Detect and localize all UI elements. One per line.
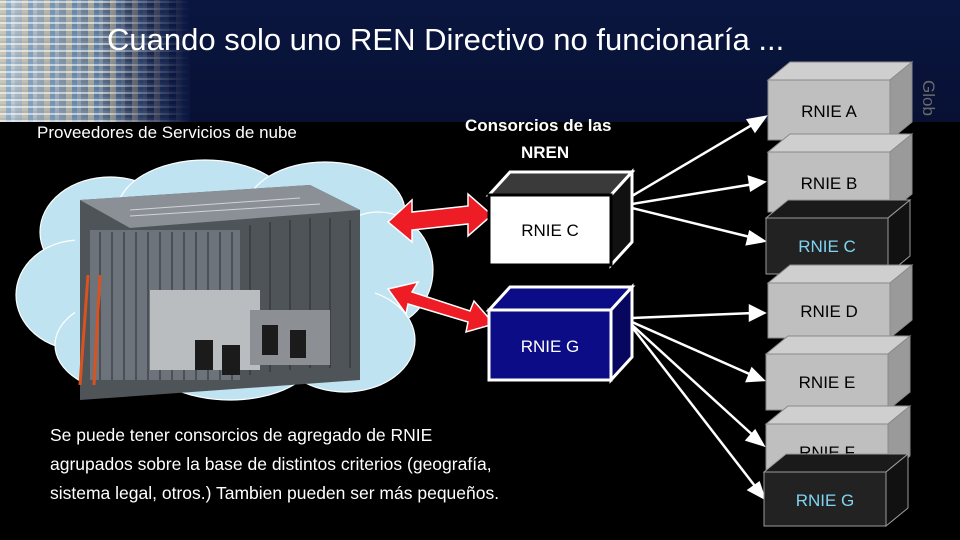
aggregator-box-top	[485, 170, 636, 197]
connectors-upper	[631, 115, 768, 246]
paragraph-line: Se puede tener consorcios de agregado de…	[50, 425, 433, 445]
member-label: RNIE D	[800, 302, 858, 321]
aggregator-box-front	[487, 193, 613, 267]
member-box-rnie-e: RNIE E	[764, 334, 912, 412]
paragraph-line: sistema legal, otros.) Tambien pueden se…	[50, 483, 500, 503]
datacenter-image	[78, 185, 360, 400]
aggregator-box-rnie-g: RNIE G	[485, 283, 636, 384]
aggregator-box-rnie-c: RNIE C	[485, 168, 636, 269]
member-box-rnie-c: RNIE C	[764, 198, 912, 276]
aggregator-label: RNIE C	[521, 221, 579, 240]
member-box-rnie-g: RNIE G	[762, 452, 910, 528]
paragraph-line: agrupados sobre la base de distintos cri…	[50, 454, 492, 474]
member-box-front	[763, 471, 887, 527]
explanation-paragraph: Se puede tener consorcios de agregado de…	[50, 421, 620, 508]
right-edge-cut-text: Glob	[920, 78, 960, 128]
aggregator-label: RNIE G	[521, 337, 580, 356]
right-edge-text: Glob	[920, 80, 938, 116]
member-box-top	[762, 453, 910, 473]
member-label: RNIE A	[801, 102, 857, 121]
member-box-top	[764, 335, 912, 355]
member-box-top	[764, 199, 912, 219]
banner-decoration	[0, 0, 190, 122]
member-box-rnie-a: RNIE A	[766, 60, 914, 142]
connectors-lower	[631, 303, 767, 501]
member-label: RNIE C	[798, 237, 856, 256]
member-box-top	[766, 264, 914, 284]
member-box-rnie-b: RNIE B	[766, 132, 914, 214]
slide-title: Cuando solo uno REN Directivo no funcion…	[107, 22, 785, 57]
member-box-top	[764, 405, 912, 425]
consortium-label-line2: NREN	[521, 143, 570, 162]
member-box-top	[766, 133, 914, 153]
aggregator-box-front	[487, 308, 613, 382]
aggregator-box-top	[485, 285, 636, 312]
consortium-label-line1: Consorcios de las	[465, 116, 612, 135]
member-box-front	[765, 353, 889, 411]
cloud-providers-label: Proveedores de Servicios de nube	[37, 123, 297, 142]
member-label: RNIE B	[801, 174, 858, 193]
member-box-front	[767, 282, 891, 339]
member-box-top	[766, 61, 914, 81]
member-box-front	[767, 79, 891, 141]
member-label: RNIE E	[799, 373, 856, 392]
member-box-rnie-d: RNIE D	[766, 263, 914, 340]
member-label: RNIE G	[796, 491, 855, 510]
